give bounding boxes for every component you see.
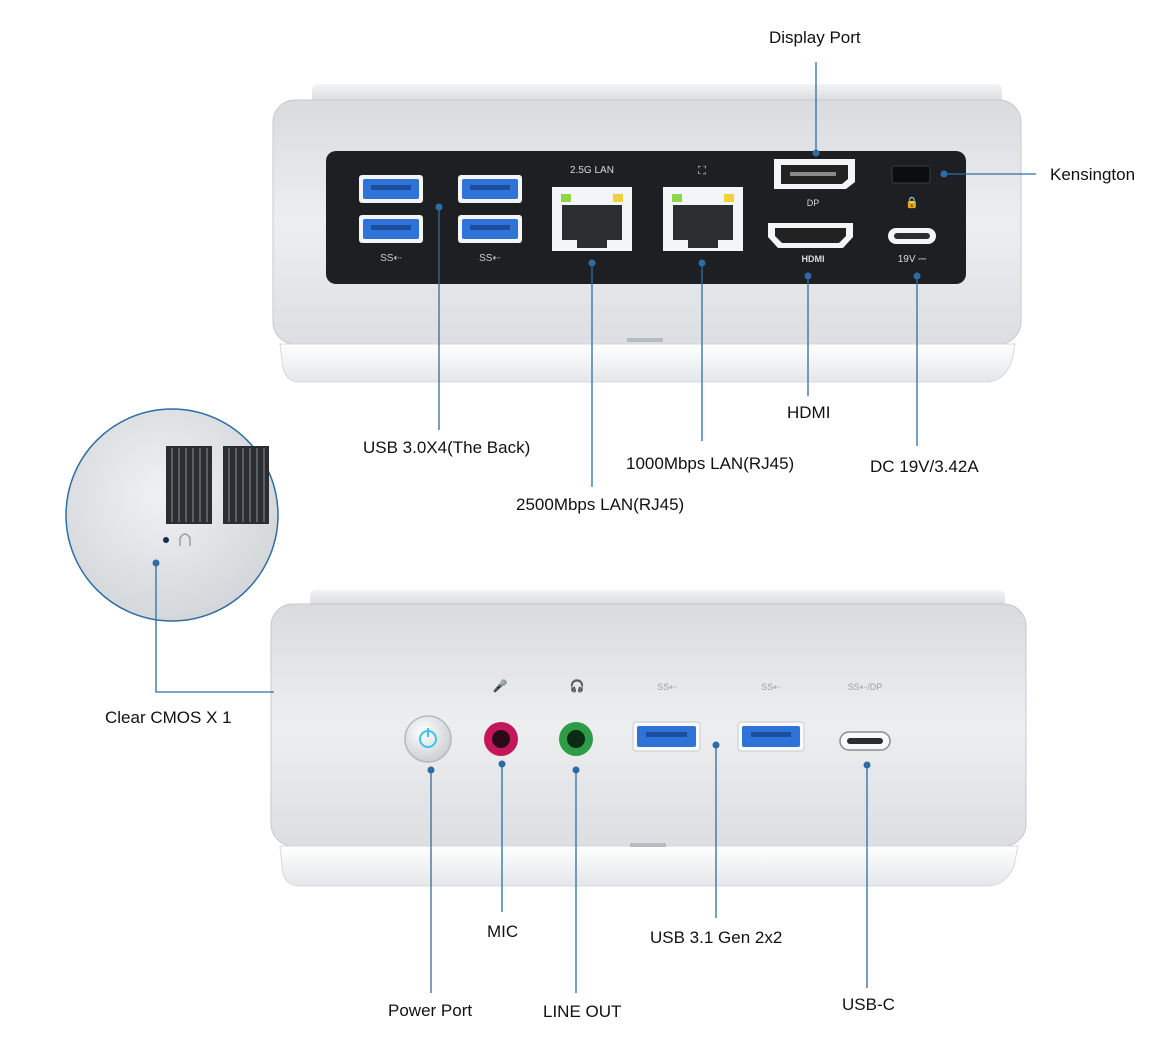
back-view: SS⇠ SS⇠ 2.5G LAN ⛶ — [272, 84, 1022, 383]
hdmi-logo: HDMI — [802, 254, 825, 264]
callout-kensington: Kensington — [1050, 165, 1136, 184]
svg-text:🎤: 🎤 — [493, 678, 508, 693]
callout-usb-c: USB-C — [842, 995, 895, 1014]
usb-a-front-2: SS⇠ — [737, 682, 805, 752]
dc-in-port: 19V ⎓ — [888, 228, 936, 265]
callout-mic: MIC — [487, 922, 519, 941]
svg-text:🔒: 🔒 — [905, 196, 919, 209]
front-view: 🎤 🎧 SS⇠ SS⇠ SS⇠/DP — [270, 590, 1027, 887]
callout-usb-back: USB 3.0X4(The Back) — [363, 438, 531, 457]
rj45-1000-port: ⛶ — [663, 165, 743, 251]
mic-jack: 🎤 — [484, 678, 518, 756]
front-base — [279, 845, 1019, 887]
svg-text:SS⇠/DP: SS⇠/DP — [848, 682, 883, 692]
usb-a-back-group-1: SS⇠ — [359, 175, 423, 264]
zoom-vent-grille — [166, 446, 269, 524]
callout-power: Power Port — [388, 1001, 473, 1020]
callout-lan-2500: 2500Mbps LAN(RJ45) — [516, 495, 685, 514]
lan-2-5g-label: 2.5G LAN — [570, 165, 614, 176]
leader-lines — [155, 62, 1036, 993]
hdmi-port: HDMI — [768, 223, 853, 264]
callout-display-port: Display Port — [769, 28, 861, 47]
dp-label: DP — [807, 198, 820, 208]
cmos-pinhole — [163, 537, 169, 543]
back-base — [279, 343, 1016, 383]
callout-dc: DC 19V/3.42A — [870, 457, 979, 476]
usb-a-back-group-2: SS⇠ — [458, 175, 522, 264]
svg-text:SS⇠: SS⇠ — [761, 682, 781, 692]
usb-a-front-1: SS⇠ — [632, 682, 701, 752]
leader-dots — [152, 149, 948, 774]
svg-text:🎧: 🎧 — [570, 679, 585, 693]
callout-clear-cmos: Clear CMOS X 1 — [105, 708, 232, 727]
back-lid — [312, 84, 1002, 104]
callout-line-out: LINE OUT — [543, 1002, 622, 1021]
power-button — [404, 715, 452, 763]
svg-text:SS⇠: SS⇠ — [657, 682, 677, 692]
rj45-2500-port: 2.5G LAN — [552, 165, 632, 251]
line-out-jack: 🎧 — [559, 679, 593, 756]
svg-text:⛶: ⛶ — [698, 165, 706, 177]
svg-text:SS⇠: SS⇠ — [380, 253, 402, 264]
displayport-port: DP — [774, 159, 855, 208]
callout-usb-front: USB 3.1 Gen 2x2 — [650, 928, 783, 947]
clear-cmos-zoom — [65, 408, 279, 622]
callout-lan-1000: 1000Mbps LAN(RJ45) — [626, 454, 795, 473]
dc-voltage-label: 19V ⎓ — [898, 254, 927, 265]
callout-hdmi: HDMI — [787, 403, 831, 422]
kensington-slot: 🔒 — [891, 165, 931, 209]
svg-text:SS⇠: SS⇠ — [479, 253, 501, 264]
usb-c-front: SS⇠/DP — [839, 682, 891, 751]
